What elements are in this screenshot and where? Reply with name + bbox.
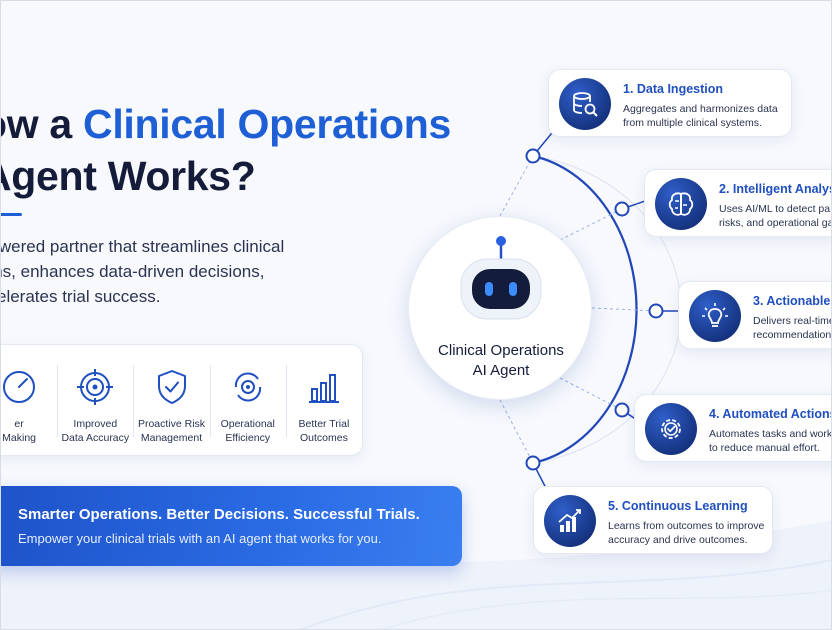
shield-check-icon (157, 370, 186, 404)
step-title: 4. Automated Actions (709, 407, 832, 421)
gear-cycle-icon (234, 372, 261, 402)
page-title: ow a Clinical Operations Agent Works? (0, 101, 451, 199)
benefit-data-accuracy: Improved Data Accuracy (57, 345, 133, 455)
step-data-ingestion: 1. Data Ingestion Aggregates and harmoni… (548, 69, 792, 137)
lightbulb-icon (689, 290, 741, 342)
step-body: Aggregates and harmonizes data from mult… (623, 103, 778, 129)
benefit-label: Better Trial Outcomes (298, 418, 350, 444)
step-intelligent-analysis: 2. Intelligent Analys Uses AI/ML to dete… (644, 169, 832, 237)
step-automated-actions: 4. Automated Actions Automates tasks and… (634, 394, 832, 462)
benefit-trial-outcomes: Better Trial Outcomes (285, 345, 362, 455)
cta-banner: Smarter Operations. Better Decisions. Su… (0, 486, 462, 566)
benefit-operational-efficiency: Operational Efficiency (209, 345, 286, 455)
gear-check-icon (645, 403, 697, 455)
gauge-icon (3, 371, 36, 403)
step-body: Delivers real-time recommendation (753, 315, 832, 341)
step-title: 3. Actionable (753, 294, 831, 308)
step-body: Automates tasks and workfl to reduce man… (709, 428, 832, 454)
ai-agent-hub: Clinical Operations AI Agent (408, 216, 592, 400)
step-continuous-learning: 5. Continuous Learning Learns from outco… (533, 486, 773, 554)
benefit-decision-making: er Making (0, 345, 57, 455)
benefit-risk-management: Proactive Risk Management (133, 345, 209, 455)
benefit-label: Proactive Risk Management (137, 418, 206, 444)
step-body: Uses AI/ML to detect pa risks, and opera… (719, 203, 832, 229)
intro-description: powered partner that streamlines clinica… (0, 237, 285, 306)
step-title: 5. Continuous Learning (608, 499, 748, 513)
step-body: Learns from outcomes to improve accuracy… (608, 520, 765, 546)
benefit-label: Improved Data Accuracy (61, 418, 130, 444)
target-icon (77, 369, 114, 405)
title-underline (0, 213, 22, 216)
database-search-icon (559, 78, 611, 130)
step-actionable-insights: 3. Actionable Delivers real-time recomme… (678, 281, 832, 349)
growth-chart-icon (544, 495, 596, 547)
step-title: 2. Intelligent Analys (719, 182, 832, 196)
cta-subtitle: Empower your clinical trials with an AI … (18, 531, 382, 546)
bar-chart-icon (308, 374, 339, 403)
hub-label: Clinical Operations AI Agent (438, 342, 564, 379)
cta-title: Smarter Operations. Better Decisions. Su… (18, 506, 420, 523)
benefits-card: er Making Improved Data Accuracy Proacti… (0, 344, 363, 456)
benefit-label: er Making (2, 418, 37, 444)
benefit-label: Operational Efficiency (220, 418, 275, 444)
brain-icon (655, 178, 707, 230)
robot-icon (460, 236, 542, 320)
step-title: 1. Data Ingestion (623, 82, 724, 96)
